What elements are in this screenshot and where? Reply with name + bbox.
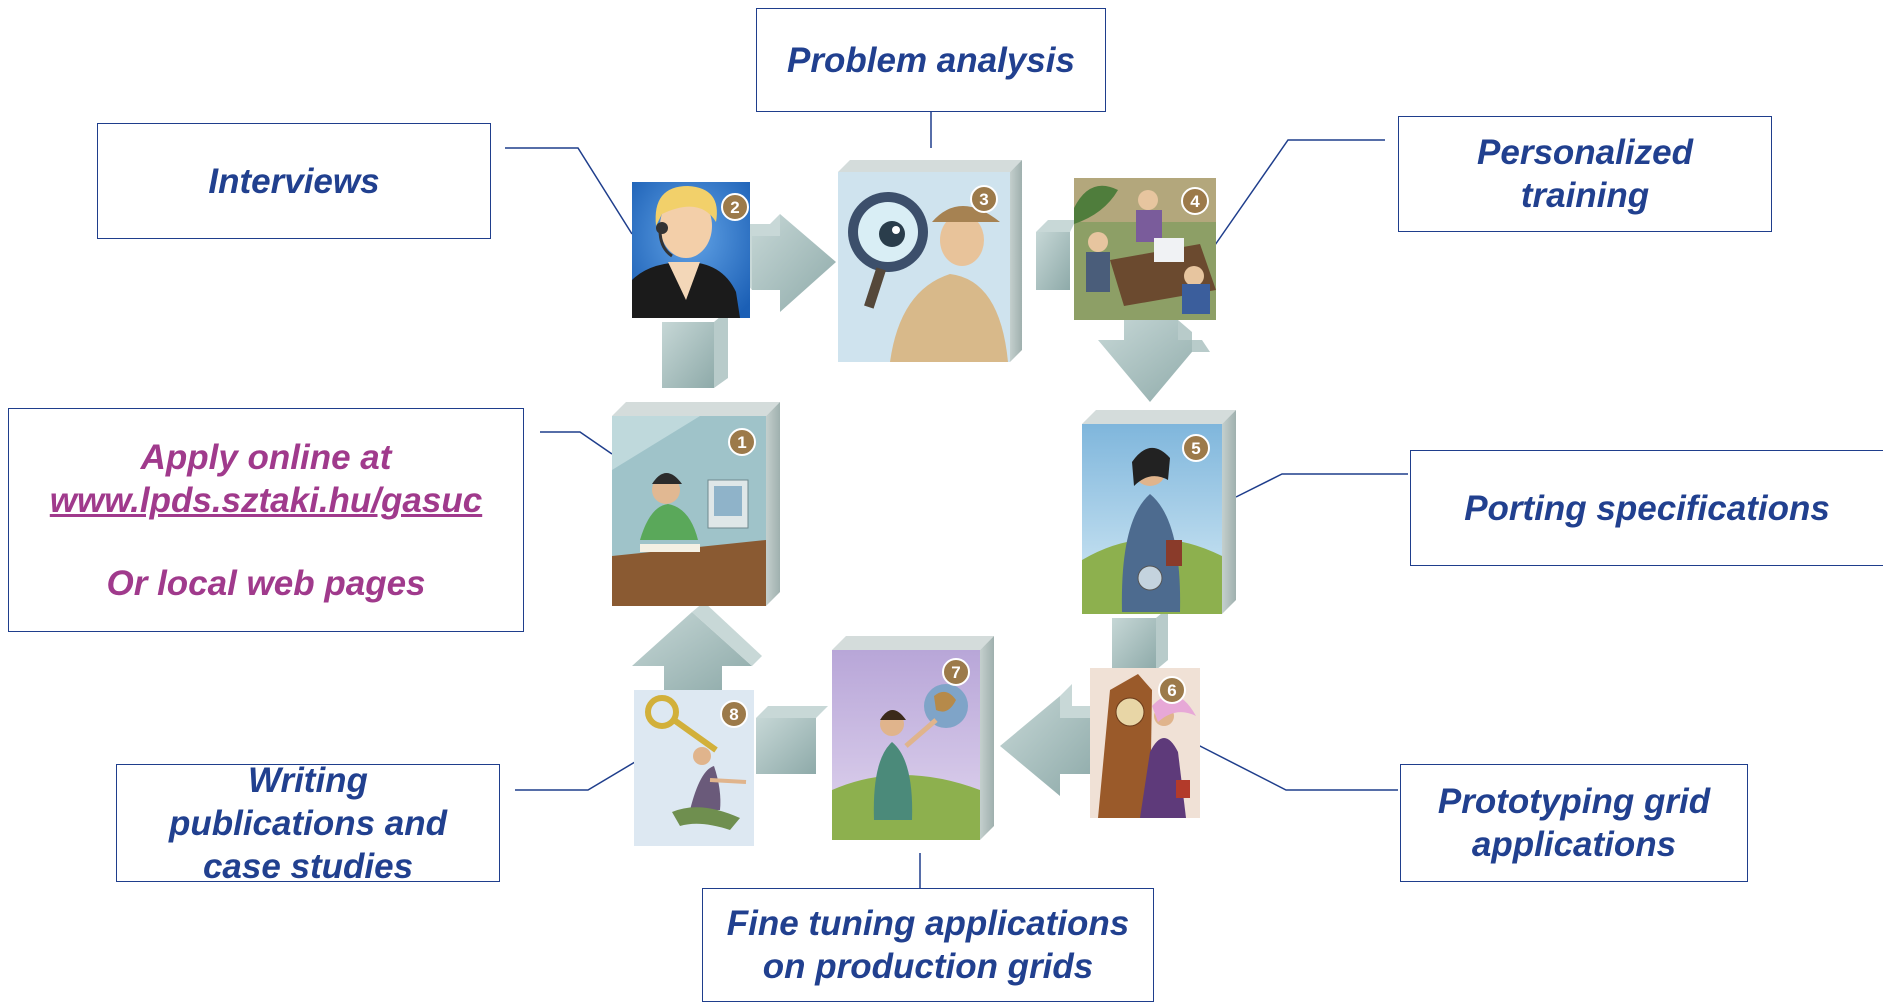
label-prototyping-grid-applications: Prototyping grid applications <box>1400 764 1748 882</box>
step-4-card <box>1074 178 1216 320</box>
interviews-text: Interviews <box>208 161 380 201</box>
step-5-card <box>1082 410 1236 614</box>
porting-specifications-text: Porting specifications <box>1464 488 1830 528</box>
meeting-group-icon <box>1074 178 1216 314</box>
badge-2: 2 <box>730 198 739 217</box>
badge-4: 4 <box>1190 192 1200 211</box>
badge-5: 5 <box>1191 439 1200 458</box>
prototyping-line-1: Prototyping grid <box>1437 782 1711 821</box>
apply-online-text: Apply online at <box>140 437 392 477</box>
writing-line-3: case studies <box>202 847 414 882</box>
label-fine-tuning: Fine tuning applications on production g… <box>702 888 1154 1002</box>
writing-line-1: Writing <box>248 764 368 800</box>
fine-tuning-line-1: Fine tuning applications <box>726 904 1130 943</box>
label-personalized-training: Personalized training <box>1398 116 1772 232</box>
badge-1: 1 <box>737 433 746 452</box>
prototyping-line-2: applications <box>1471 825 1677 864</box>
woman-holding-globe-icon <box>832 684 980 840</box>
step-2-card <box>632 182 750 318</box>
problem-analysis-text: Problem analysis <box>787 40 1075 80</box>
label-apply-online: Apply online at www.lpds.sztaki.hu/gasuc… <box>8 408 524 632</box>
apply-online-link[interactable]: www.lpds.sztaki.hu/gasuc <box>49 480 483 520</box>
badge-8: 8 <box>729 705 738 724</box>
flow-arrows <box>632 214 1210 796</box>
connector-lines <box>505 112 1408 888</box>
woman-at-desk-icon <box>612 416 766 606</box>
step-7-card <box>832 636 994 840</box>
woman-with-compass-icon <box>1082 447 1222 614</box>
woman-with-clock-icon <box>1098 674 1196 818</box>
local-web-pages-text: Or local web pages <box>106 563 426 603</box>
badge-7: 7 <box>951 663 960 682</box>
label-problem-analysis: Problem analysis <box>756 8 1106 112</box>
woman-with-key-icon <box>645 695 747 830</box>
step-1-card <box>612 402 780 606</box>
headset-operator-icon <box>632 186 740 318</box>
step-6-card <box>1090 668 1200 818</box>
personalized-training-line-1: Personalized <box>1477 133 1693 172</box>
label-writing-publications: Writing publications and case studies <box>116 764 500 882</box>
badge-3: 3 <box>979 190 988 209</box>
writing-line-2: publications and <box>168 804 448 843</box>
fine-tuning-line-2: on production grids <box>762 947 1094 986</box>
detective-magnifier-icon <box>848 192 1008 362</box>
badge-6: 6 <box>1167 681 1176 700</box>
step-badges: 2 3 4 1 5 6 7 8 <box>720 185 1210 728</box>
label-porting-specifications: Porting specifications <box>1410 450 1883 566</box>
personalized-training-line-2: training <box>1520 176 1650 215</box>
label-interviews: Interviews <box>97 123 491 239</box>
